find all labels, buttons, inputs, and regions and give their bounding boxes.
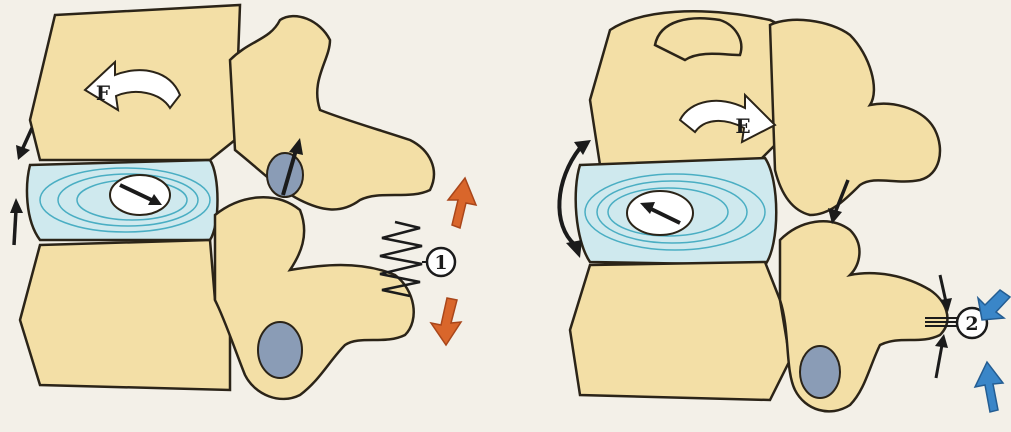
right-lower-vertebral-body — [570, 262, 790, 400]
left-lower-canal — [258, 322, 302, 378]
right-intervertebral-disc — [576, 158, 777, 265]
callout-1-number: 1 — [434, 252, 447, 274]
flexion-label: F — [96, 81, 110, 105]
right-lower-canal — [800, 346, 840, 398]
left-intervertebral-disc — [27, 160, 217, 240]
left-lower-vertebral-body — [20, 240, 230, 390]
extension-label: E — [735, 114, 750, 138]
callout-2-number: 2 — [965, 313, 978, 335]
